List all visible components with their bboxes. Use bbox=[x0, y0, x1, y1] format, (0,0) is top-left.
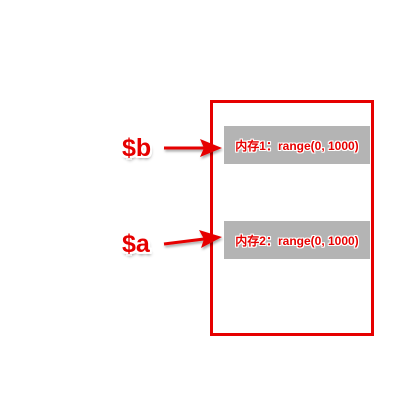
memory-cell-2: 内存2：range(0, 1000) bbox=[224, 221, 370, 259]
memory-region-box bbox=[210, 100, 374, 336]
variable-a-label: $a bbox=[122, 230, 150, 258]
memory-cell-1: 内存1：range(0, 1000) bbox=[224, 126, 370, 164]
variable-b-label: $b bbox=[122, 134, 152, 162]
